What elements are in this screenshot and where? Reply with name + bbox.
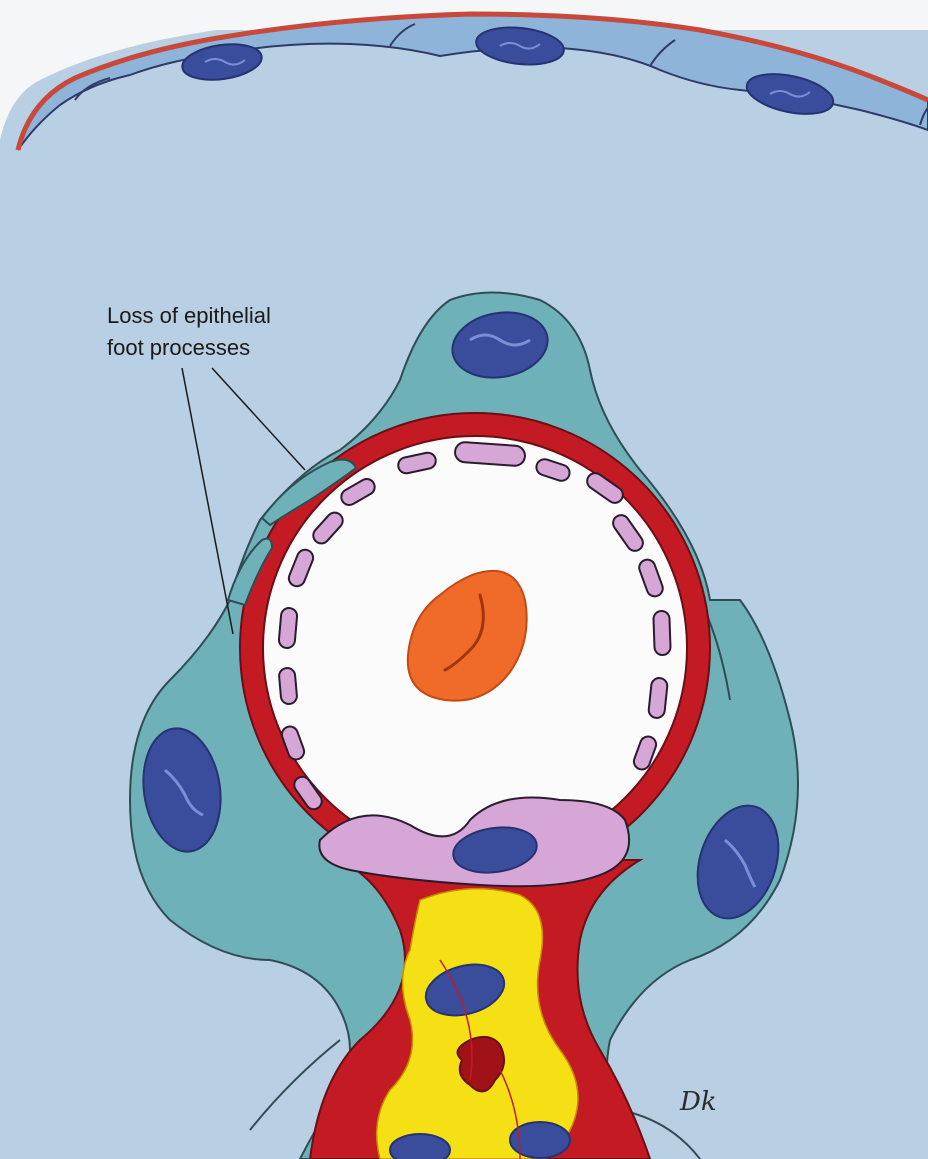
artist-signature: Dk [679, 1087, 717, 1117]
annotation-label-line2: foot processes [107, 335, 250, 360]
nucleus [390, 1134, 450, 1159]
annotation-label-line1: Loss of epithelial [107, 303, 271, 328]
